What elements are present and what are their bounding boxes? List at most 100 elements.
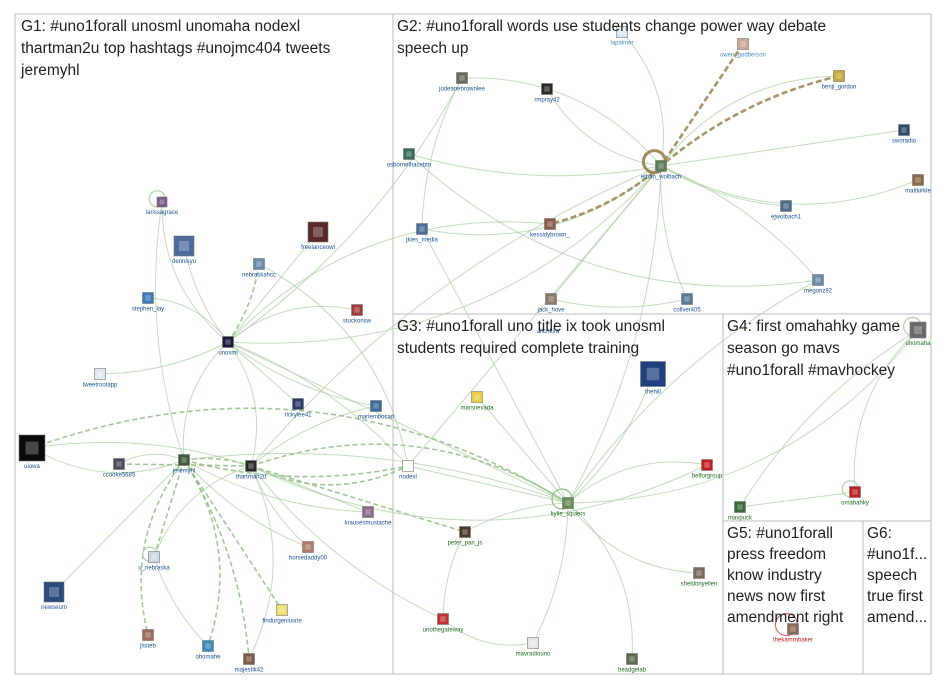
group-title-line: #uno1f...	[867, 546, 927, 563]
avatar-highlight	[740, 41, 746, 47]
node-label: belforgroup	[692, 474, 723, 480]
edge	[422, 78, 462, 229]
node-newseum[interactable]: newseum	[41, 582, 67, 611]
node-omahahky[interactable]: omahahky	[841, 487, 869, 507]
group-title-g2: G2: #uno1forall words use students chang…	[397, 18, 830, 57]
node-label: rmpray42	[534, 98, 560, 104]
avatar-highlight	[181, 457, 187, 463]
node-unothegateway[interactable]: unothegateway	[423, 614, 464, 634]
edge	[251, 466, 443, 619]
node-label: jack_hove	[536, 308, 565, 314]
avatar-highlight	[405, 463, 411, 469]
avatar-highlight	[246, 656, 252, 662]
avatar-highlight	[295, 401, 301, 407]
edge	[568, 503, 632, 659]
node-beadgelab[interactable]: beadgelab	[618, 654, 647, 674]
node-rickylee41[interactable]: rickylee41	[284, 399, 312, 419]
edge	[228, 78, 462, 342]
node-obomahe[interactable]: obomahe	[195, 641, 221, 661]
node-findurgeniusne[interactable]: findurgeniusne	[262, 605, 302, 625]
avatar-highlight	[205, 643, 211, 649]
node-stephen-lay[interactable]: stephen_lay	[132, 293, 164, 313]
node-megonz92[interactable]: megonz92	[804, 275, 833, 295]
node-nebraskahcc[interactable]: nebraskahcc	[242, 259, 276, 279]
node-stuckonsw[interactable]: stuckonsw	[343, 305, 372, 325]
edge	[409, 154, 818, 286]
avatar-highlight	[373, 403, 379, 409]
node-label: findurgeniusne	[262, 619, 302, 625]
group-title-line: students required complete training	[397, 340, 639, 357]
group-title-g4: G4: first omahahky game season go mavs #…	[727, 318, 904, 379]
edge	[100, 342, 228, 374]
avatar-highlight	[116, 461, 122, 467]
node-larissagrace[interactable]: larissagrace	[146, 197, 179, 216]
node-benji-gordon[interactable]: benji_gordon	[822, 71, 857, 91]
edge	[32, 408, 568, 503]
node-label: unomaha	[905, 341, 931, 347]
node-label: peter_pan_js	[448, 541, 483, 547]
node-peter-pan-js[interactable]: peter_pan_js	[448, 527, 483, 547]
node-label: mavpuck	[728, 516, 753, 522]
node-ccooke5685[interactable]: ccooke5685	[103, 459, 136, 479]
edge	[119, 454, 184, 464]
node-tweetrootapp[interactable]: tweetrootapp	[83, 369, 118, 389]
node-freelanceowl[interactable]: freelanceowl	[301, 222, 335, 251]
node-thehill[interactable]: thehill	[641, 362, 666, 396]
node-jlsneb[interactable]: jlsneb	[139, 630, 156, 650]
avatar-highlight	[629, 656, 635, 662]
node-ejwolbach1[interactable]: ejwolbach1	[771, 201, 802, 221]
avatar-highlight	[474, 394, 480, 400]
group-title-line: amendment right	[727, 609, 844, 626]
node-label: obomahe	[195, 655, 221, 661]
node-label: lapalmer	[610, 41, 633, 47]
avatar-highlight	[145, 295, 151, 301]
edge	[259, 264, 408, 466]
node-label: jkies_media	[405, 238, 438, 244]
node-jack-hove[interactable]: jack_hove	[536, 294, 565, 314]
edge	[661, 166, 786, 206]
node-marsnevada[interactable]: marsnevada	[460, 392, 494, 412]
avatar-highlight	[704, 462, 710, 468]
node-label: marlembocari	[358, 415, 394, 421]
node-label: stuckonsw	[343, 319, 372, 325]
avatar-highlight	[530, 640, 536, 646]
node-collver405[interactable]: collver405	[673, 294, 701, 314]
avatar-highlight	[783, 203, 789, 209]
edge	[661, 166, 687, 299]
node-mavradiouno[interactable]: mavradiouno	[516, 638, 551, 658]
node-label: jlsneb	[139, 644, 156, 650]
avatar-highlight	[145, 632, 151, 638]
group-title-line: G6:	[867, 525, 892, 542]
node-label: uiowa	[24, 464, 40, 470]
node-sheldonyellen[interactable]: sheldonyellen	[681, 568, 718, 588]
group-title-line: true first	[867, 588, 924, 605]
group-title-line: G1: #uno1forall unosml unomaha nodexl	[21, 18, 300, 35]
node-jodeanebrownlee[interactable]: jodeanebrownlee	[438, 73, 485, 93]
node-mattkirkle[interactable]: mattkirkle	[905, 175, 931, 195]
avatar-highlight	[548, 296, 554, 302]
group-title-line: press freedom	[727, 546, 826, 563]
node-owen-godberson[interactable]: owen_godberson	[720, 39, 766, 59]
edge	[249, 466, 273, 659]
edge	[462, 78, 661, 166]
group-title-line: G5: #uno1forall	[727, 525, 833, 542]
node-dennisyu[interactable]: dennisyu	[172, 236, 196, 265]
edge	[740, 492, 855, 507]
edge	[54, 460, 184, 592]
node-label: mavradiouno	[516, 652, 551, 658]
node-label: newseum	[41, 605, 67, 611]
node-krausesmustache[interactable]: krausesmustache	[344, 507, 392, 527]
node-majestik42[interactable]: majestik42	[235, 654, 264, 674]
edge	[408, 466, 568, 503]
node-uiowa[interactable]: uiowa	[19, 435, 45, 470]
edge	[661, 166, 818, 280]
edge	[184, 460, 249, 659]
edge	[228, 306, 357, 342]
edge	[184, 460, 282, 610]
node-sworadio[interactable]: sworadio	[892, 125, 917, 145]
avatar-highlight	[737, 504, 743, 510]
node-horsedaddy00[interactable]: horsedaddy00	[289, 542, 328, 562]
avatar-highlight	[836, 73, 842, 79]
node-mavpuck[interactable]: mavpuck	[728, 502, 753, 522]
group-title-g6: G6: #uno1f... speech true first amend...	[867, 525, 932, 626]
